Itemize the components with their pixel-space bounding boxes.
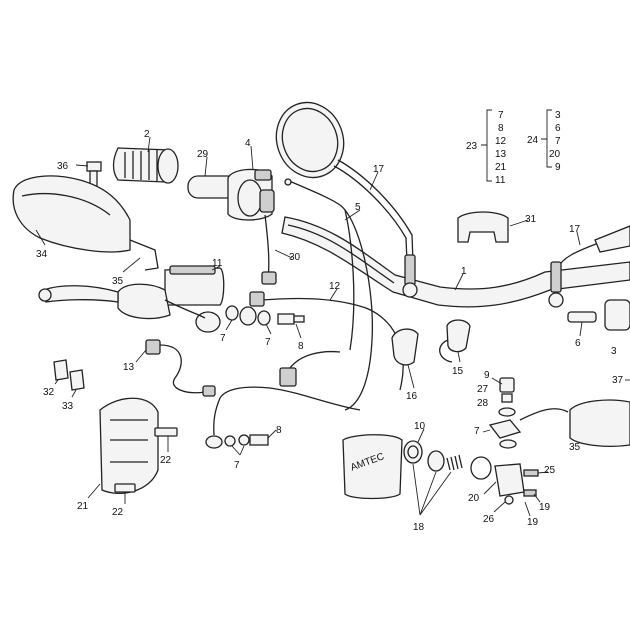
callout-c9: 9 <box>484 370 490 381</box>
callout-c1: 1 <box>461 266 467 277</box>
hand-guard-left <box>12 175 159 271</box>
group-23-label: 23 <box>466 141 478 152</box>
pouch: AMTEC <box>342 434 403 500</box>
callout-c31: 31 <box>525 214 537 225</box>
throttle-cable <box>261 178 341 285</box>
callout-c8a: 8 <box>298 341 304 352</box>
callout-c22b: 22 <box>112 507 124 518</box>
callout-c20: 20 <box>468 493 480 504</box>
callout-c15: 15 <box>452 366 464 377</box>
mirror-left <box>275 101 418 298</box>
callout-c27: 27 <box>477 384 489 395</box>
callout-c3: 3 <box>611 346 617 357</box>
callout-c33: 33 <box>62 401 74 412</box>
handlebar <box>281 216 630 308</box>
callout-c35a: 35 <box>112 276 124 287</box>
master-cylinder <box>117 265 225 333</box>
callout-c36: 36 <box>57 161 69 172</box>
brake-caliper <box>99 397 178 494</box>
callout-c28: 28 <box>477 398 489 409</box>
group-23-item: 21 <box>495 162 507 173</box>
switch-wire <box>145 339 216 397</box>
group-24-label: 24 <box>527 135 539 146</box>
callout-c32: 32 <box>43 387 55 398</box>
callout-c10: 10 <box>414 421 426 432</box>
washer-bolt-set-upper <box>225 305 305 326</box>
callout-c16: 16 <box>406 391 418 402</box>
callout-c4: 4 <box>245 138 251 149</box>
callout-c11: 11 <box>212 258 223 269</box>
callout-c19a: 19 <box>539 502 551 513</box>
callout-c22a: 22 <box>160 455 172 466</box>
callout-c19b: 19 <box>527 517 539 528</box>
callout-c8b: 8 <box>276 425 282 436</box>
callout-c34: 34 <box>36 249 48 260</box>
throttle-housing <box>227 168 275 221</box>
clutch-cable <box>339 204 374 411</box>
callout-c7c: 7 <box>474 426 480 437</box>
callout-c30: 30 <box>289 252 301 263</box>
callout-c7b: 7 <box>265 337 271 348</box>
group-24-item: 6 <box>555 123 561 134</box>
group-23-item: 13 <box>495 149 507 160</box>
callout-c7d: 7 <box>234 460 240 471</box>
reservoir-body <box>494 463 539 505</box>
mirror-right <box>548 225 630 308</box>
group-23-item: 8 <box>498 123 504 134</box>
bracket-31 <box>457 211 509 243</box>
switch-right <box>567 299 630 331</box>
pad-clips <box>53 359 85 391</box>
callout-c6: 6 <box>575 338 581 349</box>
callout-c13: 13 <box>123 362 135 373</box>
callout-c2: 2 <box>144 129 150 140</box>
clamp-16 <box>391 328 419 366</box>
group-24: 24 3 6 7 20 9 <box>527 110 561 173</box>
lower-brake-hose <box>205 386 361 449</box>
callout-c26: 26 <box>483 514 495 525</box>
brake-lever <box>38 285 119 303</box>
group-23-item: 7 <box>498 110 504 121</box>
callout-c17a: 17 <box>373 164 385 175</box>
group-23-item: 11 <box>495 175 506 186</box>
group-24-item: 9 <box>555 162 561 173</box>
callout-c5: 5 <box>355 202 361 213</box>
wire-loom <box>279 350 341 387</box>
callout-c37: 37 <box>612 375 624 386</box>
hand-guard-right <box>519 399 630 447</box>
callout-c17b: 17 <box>569 224 581 235</box>
callout-c12: 12 <box>329 281 341 292</box>
callout-c18: 18 <box>413 522 425 533</box>
group-24-item: 3 <box>555 110 561 121</box>
group-bracket-24 <box>541 109 552 168</box>
group-bracket-23 <box>481 109 492 182</box>
callout-c29: 29 <box>197 149 209 160</box>
callout-c25: 25 <box>544 465 556 476</box>
callout-c35b: 35 <box>569 442 581 453</box>
grip <box>112 147 179 184</box>
banjo-fittings <box>488 377 522 449</box>
group-24-item: 20 <box>549 149 561 160</box>
seal-kit <box>403 440 492 480</box>
group-23-item: 12 <box>495 136 507 147</box>
group-23: 23 7 8 12 13 21 11 <box>466 110 507 186</box>
callout-c7a: 7 <box>220 333 226 344</box>
callout-c21: 21 <box>77 501 89 512</box>
group-24-item: 7 <box>555 136 561 147</box>
brake-hose <box>249 291 404 391</box>
leader-lines <box>35 136 630 517</box>
switch-15 <box>439 319 471 363</box>
